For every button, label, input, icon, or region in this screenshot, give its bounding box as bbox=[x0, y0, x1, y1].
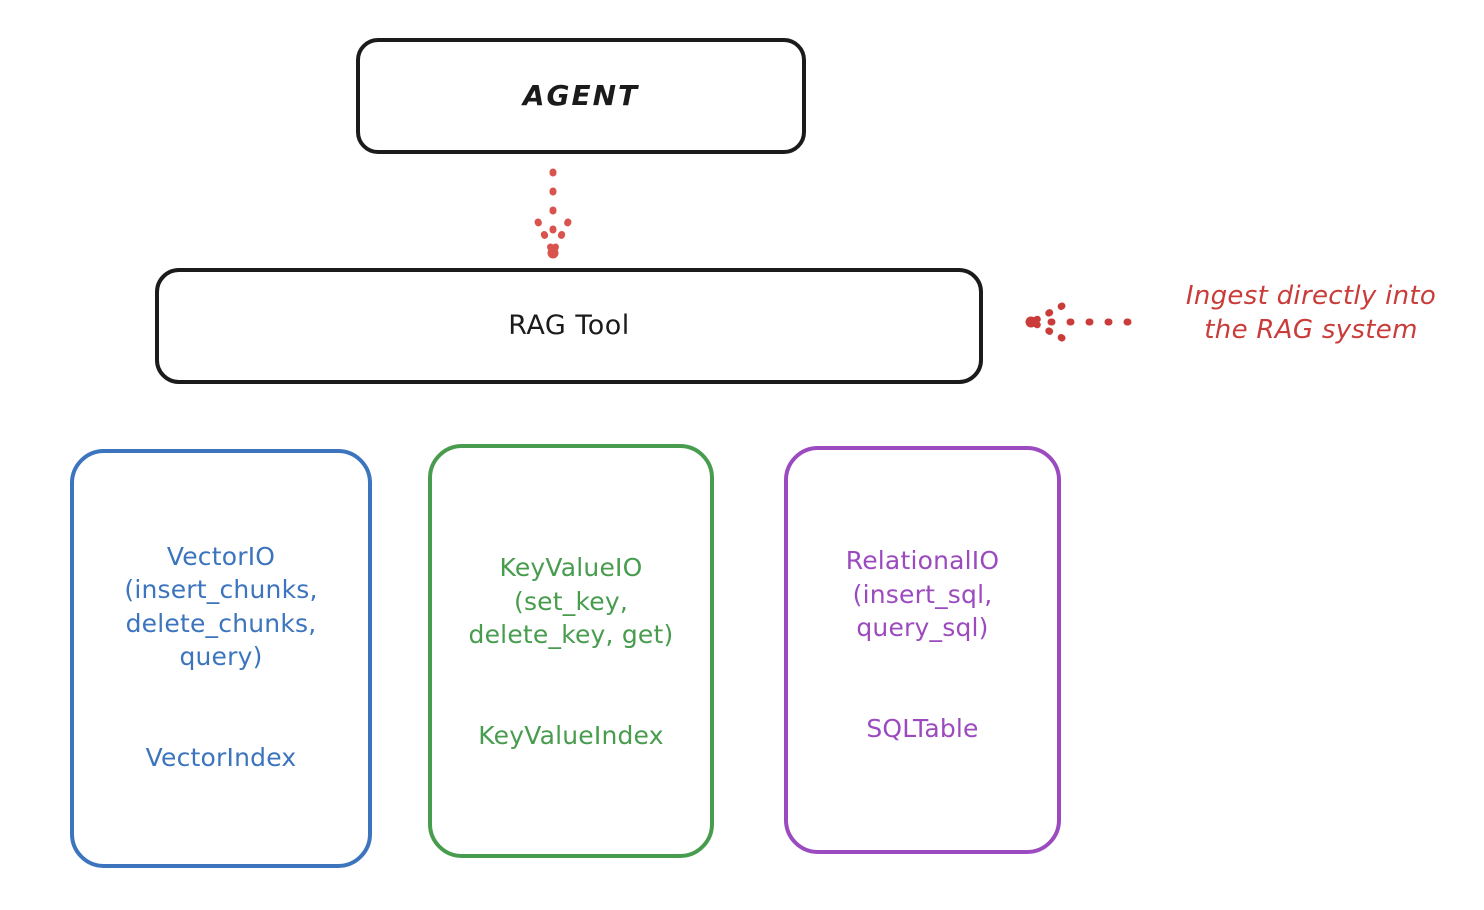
vectorio-node[interactable]: VectorIO (insert_chunks, delete_chunks, … bbox=[70, 449, 372, 868]
keyvalueio-node[interactable]: KeyValueIO (set_key, delete_key, get) Ke… bbox=[428, 444, 714, 858]
relationalio-api-label: RelationalIO (insert_sql, query_sql) bbox=[845, 546, 1000, 642]
vectorio-index-label: VectorIndex bbox=[145, 743, 297, 773]
spacer bbox=[436, 652, 706, 686]
relationalio-node[interactable]: RelationalIO (insert_sql, query_sql) SQL… bbox=[784, 446, 1061, 854]
relationalio-text-block: RelationalIO (insert_sql, query_sql) SQL… bbox=[788, 511, 1057, 746]
spacer bbox=[792, 645, 1053, 679]
keyvalueio-api-label: KeyValueIO (set_key, delete_key, get) bbox=[468, 553, 674, 649]
keyvalueio-text-block: KeyValueIO (set_key, delete_key, get) Ke… bbox=[432, 518, 710, 753]
vectorio-api-label: VectorIO (insert_chunks, delete_chunks, … bbox=[124, 541, 318, 672]
agent-node[interactable]: AGENT bbox=[356, 38, 806, 154]
agent-to-rag-tool-arrow-icon bbox=[534, 168, 572, 259]
keyvalueio-index-label: KeyValueIndex bbox=[478, 721, 664, 750]
annotation-to-rag-tool-arrow-icon bbox=[1025, 302, 1132, 342]
relationalio-index-label: SQLTable bbox=[866, 714, 979, 743]
rag-tool-node-label: RAG Tool bbox=[508, 309, 630, 341]
ingest-annotation-label: Ingest directly into the RAG system bbox=[1185, 281, 1437, 345]
rag-tool-node[interactable]: RAG Tool bbox=[155, 268, 983, 384]
agent-node-label: AGENT bbox=[522, 79, 640, 113]
spacer bbox=[78, 674, 364, 708]
vectorio-text-block: VectorIO (insert_chunks, delete_chunks, … bbox=[74, 506, 368, 775]
